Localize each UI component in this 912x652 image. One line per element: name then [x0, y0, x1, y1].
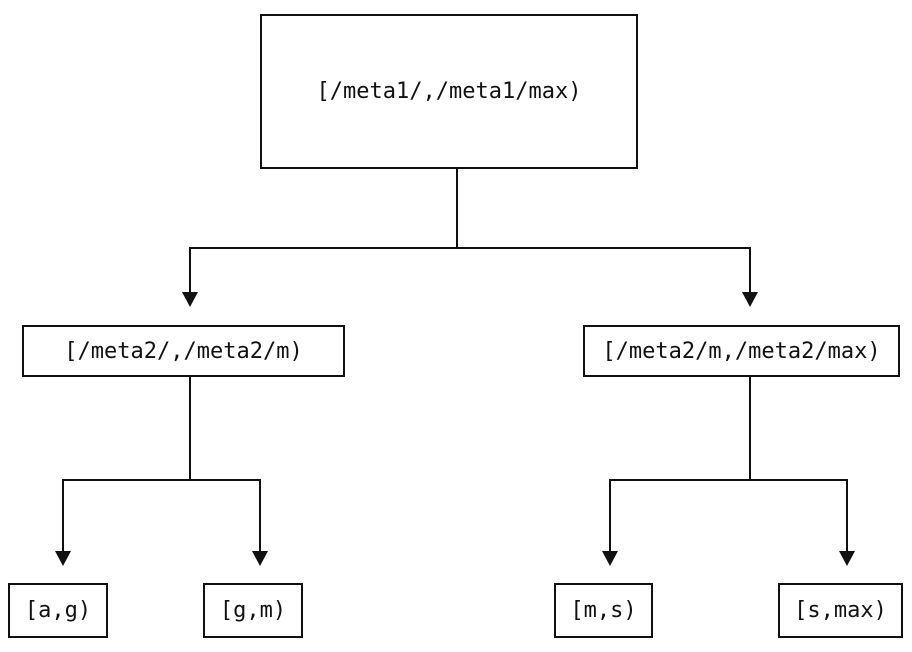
connector-drop-leaf-ms — [609, 479, 611, 552]
arrow-down-icon — [182, 292, 198, 307]
node-right-mid-label: [/meta2/m,/meta2/max) — [602, 338, 881, 364]
connector-rail-level1 — [189, 247, 751, 249]
node-leaf-gm: [g,m) — [203, 583, 303, 638]
connector-drop-leaf-gm — [259, 479, 261, 552]
node-leaf-smax: [s,max) — [778, 583, 903, 638]
arrow-down-icon — [742, 292, 758, 307]
connector-drop-leaf-smax — [846, 479, 848, 552]
connector-drop-right-mid — [749, 247, 751, 293]
node-leaf-ag-label: [a,g) — [24, 598, 92, 623]
arrow-down-icon — [252, 551, 268, 566]
node-right-mid: [/meta2/m,/meta2/max) — [583, 325, 900, 377]
node-leaf-smax-label: [s,max) — [794, 598, 887, 623]
node-leaf-gm-label: [g,m) — [219, 598, 287, 623]
arrow-down-icon — [602, 551, 618, 566]
arrow-down-icon — [55, 551, 71, 566]
node-leaf-ag: [a,g) — [8, 583, 108, 638]
node-root-label: [/meta1/,/meta1/max) — [316, 79, 582, 104]
connector-drop-left-mid — [189, 247, 191, 293]
connector-left-mid-stem — [189, 377, 191, 481]
connector-rail-left-subtree — [62, 479, 261, 481]
connector-right-mid-stem — [749, 377, 751, 481]
node-left-mid: [/meta2/,/meta2/m) — [22, 325, 345, 377]
connector-rail-right-subtree — [609, 479, 848, 481]
node-root: [/meta1/,/meta1/max) — [260, 14, 638, 169]
node-left-mid-label: [/meta2/,/meta2/m) — [64, 338, 303, 364]
arrow-down-icon — [839, 551, 855, 566]
connector-drop-leaf-ag — [62, 479, 64, 552]
node-leaf-ms: [m,s) — [554, 583, 653, 638]
connector-root-stem — [456, 169, 458, 248]
node-leaf-ms-label: [m,s) — [570, 598, 637, 623]
